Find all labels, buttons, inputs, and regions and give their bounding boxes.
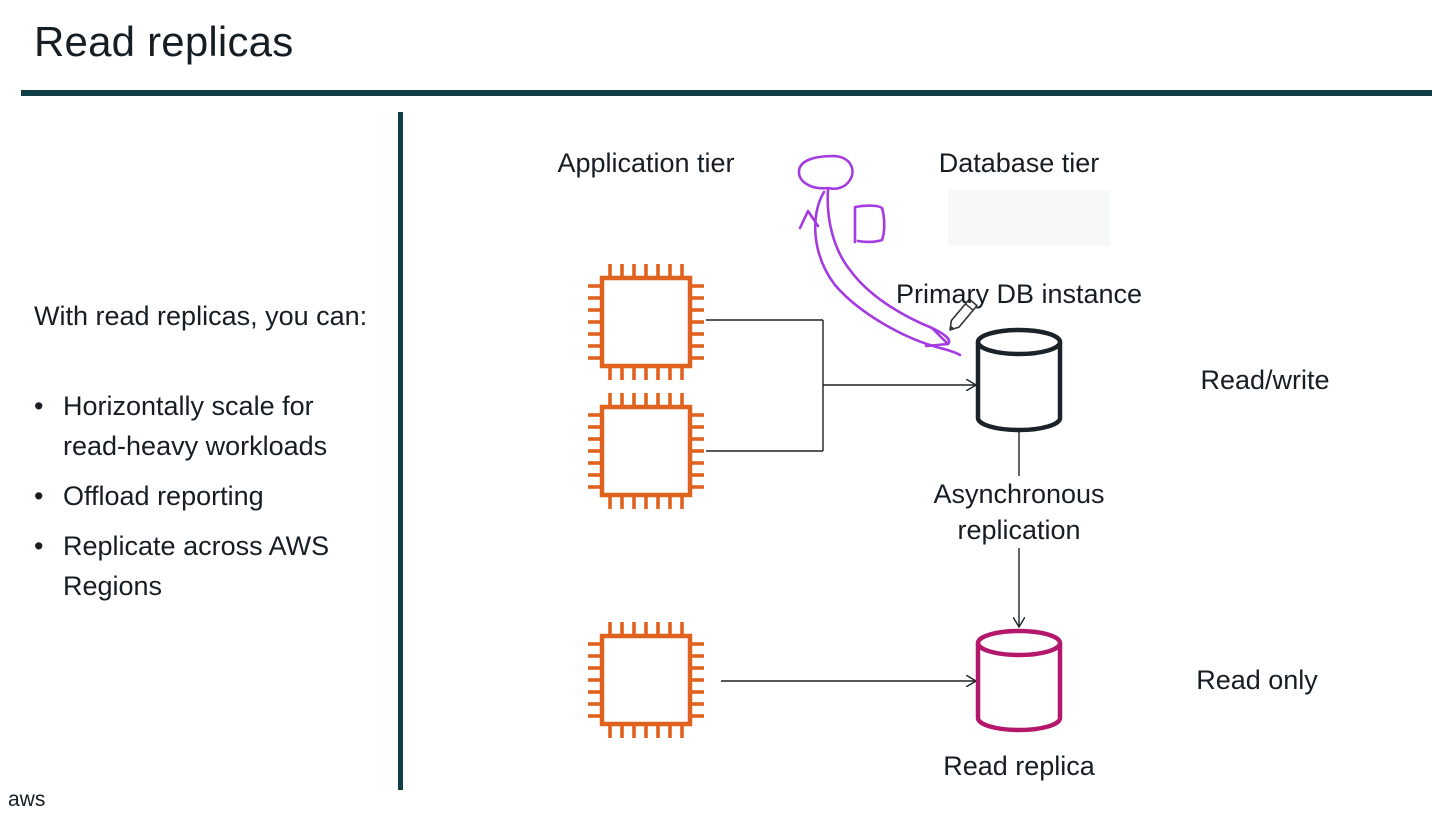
application-tier-label: Application tier — [557, 148, 735, 178]
primary-db-icon — [975, 327, 1063, 433]
compute-instance-icon — [588, 622, 704, 738]
compute-instance-icon — [588, 264, 704, 380]
title-rule — [21, 90, 1432, 96]
pencil-cursor-icon — [949, 298, 978, 331]
read-write-label: Read/write — [1200, 365, 1330, 395]
intro-text: With read replicas, you can: — [34, 301, 368, 331]
hand-drawn-annotation — [797, 154, 962, 357]
primary-db-label: Primary DB instance — [895, 279, 1143, 309]
database-tier-label: Database tier — [938, 148, 1100, 178]
read-only-label: Read only — [1196, 665, 1318, 695]
slide-title: Read replicas — [34, 18, 294, 65]
bullet-item: Replicate across AWS Regions — [34, 526, 374, 606]
replica-db-icon — [975, 628, 1063, 733]
aws-logo-text: aws — [8, 788, 46, 811]
async-replication-label: Asynchronous replication — [933, 479, 1105, 545]
bullet-list: Horizontally scale for read-heavy worklo… — [34, 386, 374, 616]
read-replica-label: Read replica — [943, 751, 1095, 781]
placeholder-block — [948, 190, 1110, 246]
bullet-item: Horizontally scale for read-heavy worklo… — [34, 386, 374, 466]
compute-instance-icon — [588, 393, 704, 509]
bullet-item: Offload reporting — [34, 476, 374, 516]
vertical-divider — [398, 112, 403, 790]
connector-lines — [706, 319, 1019, 681]
